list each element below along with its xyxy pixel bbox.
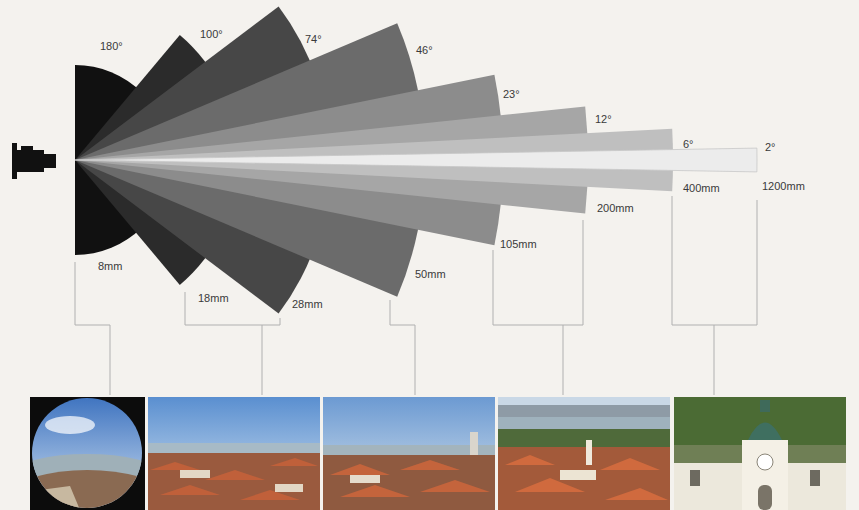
photo-spire <box>760 400 770 412</box>
angle-label: 6° <box>683 138 694 151</box>
photo-walls <box>275 484 303 492</box>
photo-cloud <box>45 416 95 434</box>
angle-label: 12° <box>595 113 612 126</box>
bracket-18-28mm <box>185 292 280 395</box>
photo-sky <box>498 397 670 510</box>
photo-tower <box>742 440 788 510</box>
photo-river <box>498 417 670 429</box>
normal-photo <box>323 397 495 510</box>
photo-sky <box>30 397 145 510</box>
bracket-lines <box>75 196 757 395</box>
angle-label: 46° <box>416 44 433 57</box>
angle-label: 2° <box>765 141 776 154</box>
short-tele-photo <box>498 397 670 510</box>
wedge-2 <box>75 148 757 172</box>
photo-frame <box>30 397 145 510</box>
bracket-50mm <box>390 300 415 395</box>
photo-roofs <box>505 455 668 500</box>
bracket-8mm <box>75 262 110 395</box>
focal-length-label: 50mm <box>415 268 446 281</box>
photo-window <box>690 470 700 486</box>
wide-photo <box>148 397 320 510</box>
photo-walls <box>560 470 596 480</box>
photo-tower-block <box>470 432 478 455</box>
angle-label: 23° <box>503 88 520 101</box>
photo-walls <box>180 470 210 478</box>
focal-length-label: 18mm <box>198 292 229 305</box>
photo-window <box>810 470 820 486</box>
photo-town <box>498 447 670 510</box>
photo-walls <box>350 475 380 483</box>
camera-lens <box>44 154 56 168</box>
photo-town <box>30 470 145 510</box>
photo-sky <box>323 397 495 510</box>
focal-length-label: 8mm <box>98 260 122 273</box>
photo-steeple <box>586 440 592 465</box>
bracket-400-1200mm <box>672 196 757 395</box>
photo-town <box>148 453 320 510</box>
camera-back <box>12 143 17 179</box>
focal-length-label: 28mm <box>292 298 323 311</box>
photo-roofs <box>150 458 318 500</box>
photo-clock <box>757 454 773 470</box>
photo-town <box>323 455 495 510</box>
bracket-105-200mm <box>493 220 583 395</box>
photo-trees <box>498 429 670 447</box>
focal-length-label: 105mm <box>500 238 537 251</box>
view-wedges <box>75 7 757 314</box>
focal-length-label: 400mm <box>683 182 720 195</box>
camera-icon <box>12 143 56 179</box>
photo-city <box>498 405 670 417</box>
angle-label: 74° <box>305 33 322 46</box>
photo-river <box>148 443 320 453</box>
camera-body <box>17 150 44 172</box>
camera-top <box>21 146 33 150</box>
long-tele-photo <box>674 397 846 510</box>
photo-roofs <box>330 460 490 497</box>
photo-sky <box>148 397 320 510</box>
angle-label: 100° <box>200 28 223 41</box>
photo-trees <box>674 397 846 510</box>
photo-wall <box>40 486 80 510</box>
photo-dome <box>748 423 782 441</box>
fisheye-photo <box>17 397 157 510</box>
focal-length-label: 200mm <box>597 202 634 215</box>
focal-length-label: 1200mm <box>762 180 805 193</box>
photo-river <box>323 445 495 455</box>
angle-label: 180° <box>100 40 123 53</box>
photo-tower-window <box>758 485 772 510</box>
